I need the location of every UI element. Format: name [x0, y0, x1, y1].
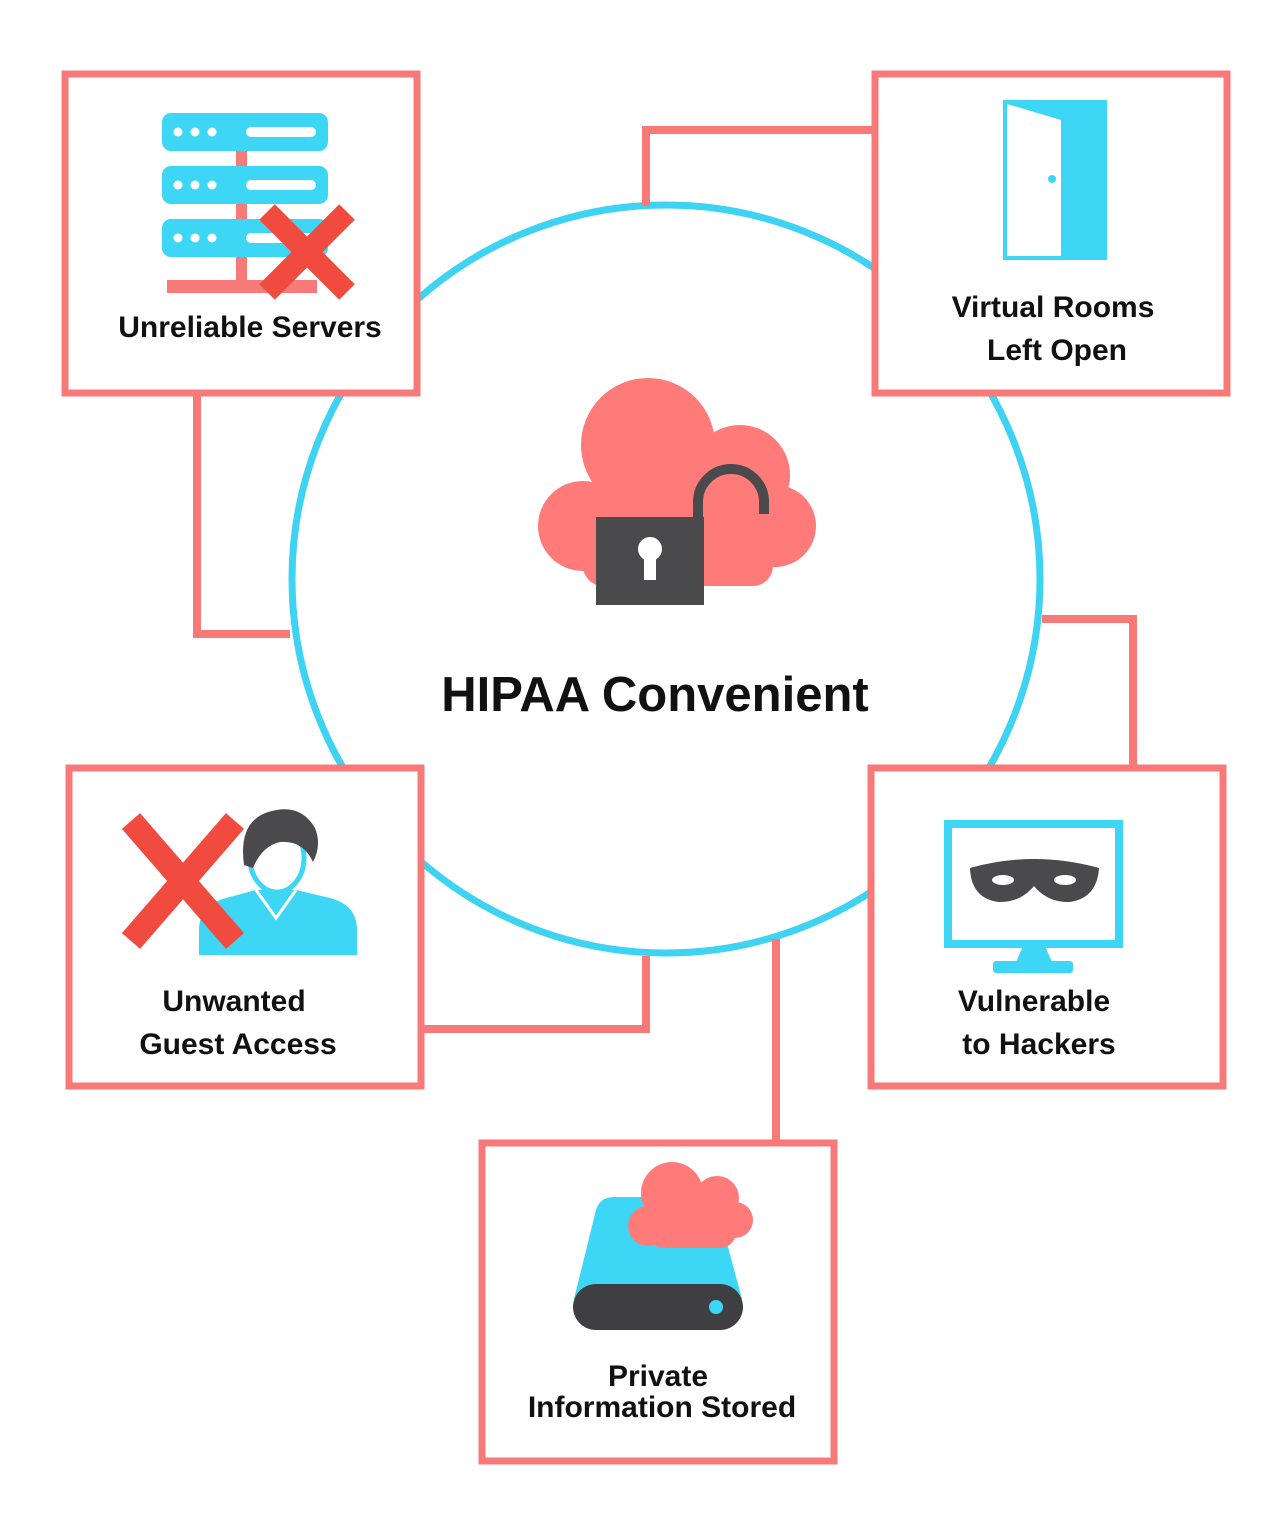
- monitor-mask-icon: [944, 820, 1123, 973]
- box-private-info: Private Information Stored: [478, 1139, 838, 1465]
- box-hackers: Vulnerable to Hackers: [867, 764, 1227, 1090]
- open-door-icon: [1003, 100, 1107, 260]
- box-label-line1: Vulnerable: [958, 985, 1110, 1018]
- connectors: [193, 126, 1137, 1143]
- box-label-line2: Guest Access: [139, 1028, 336, 1061]
- box-label: Unreliable Servers: [118, 311, 381, 344]
- person-x-icon: [121, 809, 357, 955]
- connector-unwanted-guest: [423, 956, 650, 1033]
- box-unwanted-guest: Unwanted Guest Access: [65, 764, 425, 1090]
- box-label-line1: Unwanted: [162, 985, 305, 1018]
- box-virtual-rooms: Virtual Rooms Left Open: [871, 70, 1231, 397]
- box-unreliable-servers: Unreliable Servers: [61, 70, 421, 397]
- box-label-line1: Private: [608, 1360, 708, 1393]
- box-label-line2: to Hackers: [962, 1028, 1115, 1061]
- cloud-padlock-icon: [538, 378, 816, 605]
- box-label-line2: Left Open: [987, 334, 1127, 367]
- box-label-line1: Virtual Rooms: [952, 291, 1155, 324]
- box-label-line2: Information Stored: [528, 1391, 796, 1424]
- center-title: HIPAA Convenient: [441, 668, 868, 722]
- drive-cloud-icon: [573, 1162, 753, 1330]
- connector-hackers: [1042, 615, 1137, 768]
- connector-virtual-rooms: [642, 126, 874, 206]
- server-rack-x-icon: [162, 113, 355, 300]
- connector-unreliable-servers: [193, 394, 290, 638]
